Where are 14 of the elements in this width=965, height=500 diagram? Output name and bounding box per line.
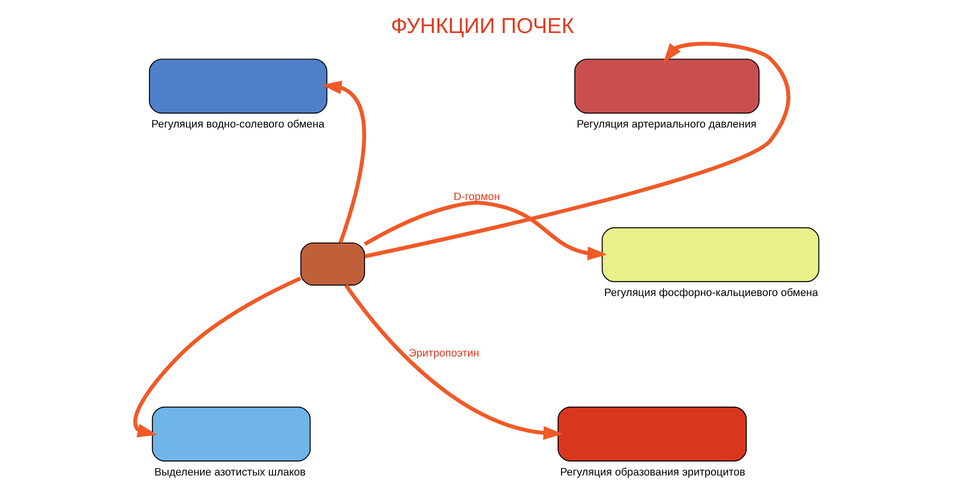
node-label: Выделение азотистых шлаков (154, 466, 306, 479)
edge-label: D-гормон (454, 191, 500, 204)
node-label: Регуляция образования эритроцитов (560, 466, 746, 479)
arrow (344, 284, 564, 440)
arrow (364, 200, 608, 260)
arrow (322, 80, 366, 244)
node-label: Регуляция фосфорно-кальциевого обмена (604, 287, 818, 300)
node-label: Регуляция водно-солевого обмена (151, 118, 324, 131)
edge-label: Эритропоэтин (408, 347, 480, 360)
arrow (133, 276, 302, 438)
diagram-title: ФУНКЦИИ ПОЧЕК (390, 13, 574, 38)
node-box (300, 242, 366, 286)
arrow (364, 42, 790, 258)
node-label: Регуляция артериального давления (576, 118, 756, 131)
